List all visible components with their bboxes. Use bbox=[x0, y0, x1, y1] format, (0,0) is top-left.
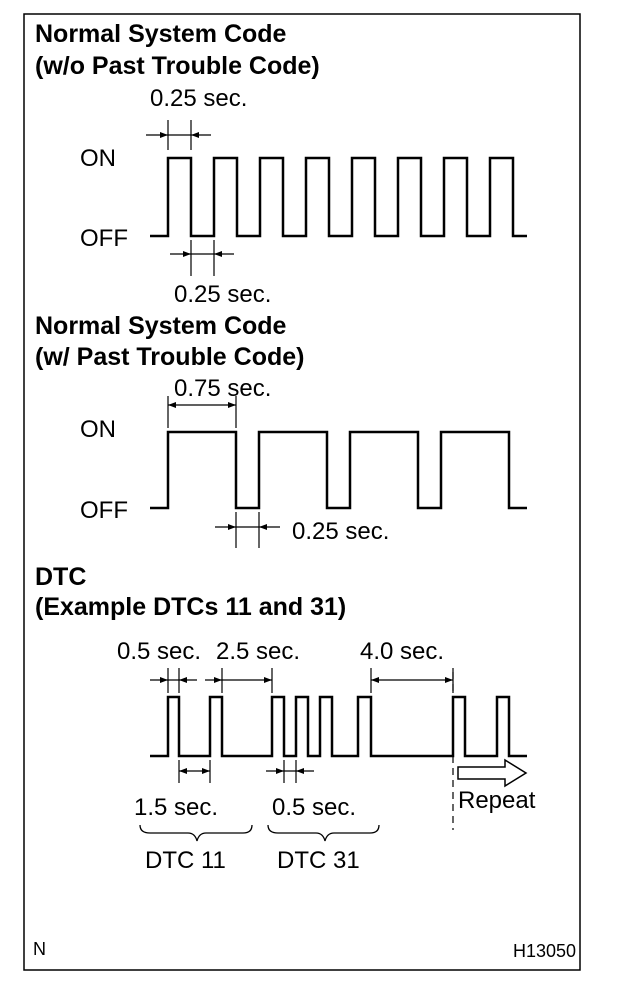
section1-off-label: OFF bbox=[80, 225, 128, 252]
section3-digit-gap-dimension bbox=[178, 760, 211, 783]
section3-title-line2: (Example DTCs 11 and 31) bbox=[35, 593, 346, 621]
section2-off-time-label: 0.25 sec. bbox=[292, 518, 389, 545]
section3-pulse-time-label: 0.5 sec. bbox=[117, 638, 201, 665]
dtc11-brace bbox=[139, 824, 253, 842]
figure-code: H13050 bbox=[513, 941, 576, 961]
dtc31-label: DTC 31 bbox=[277, 847, 360, 874]
section3-inner-gap-dimension bbox=[266, 760, 314, 783]
section2-on-time-label: 0.75 sec. bbox=[174, 375, 271, 402]
section1-on-time-label: 0.25 sec. bbox=[150, 85, 247, 112]
section3-pulse-time-dimension bbox=[150, 668, 197, 693]
section1-title-line1: Normal System Code bbox=[35, 20, 287, 48]
section3-digit-gap-label: 1.5 sec. bbox=[134, 794, 218, 821]
dtc31-brace bbox=[267, 824, 380, 842]
section3-repeat-gap-time-label: 4.0 sec. bbox=[360, 638, 444, 665]
section3-repeat-gap-dimension bbox=[370, 668, 454, 693]
section1-off-time-dimension bbox=[170, 240, 234, 276]
section3-title-line1: DTC bbox=[35, 563, 86, 591]
section2-off-time-dimension bbox=[215, 512, 280, 548]
section1-on-time-dimension bbox=[146, 120, 211, 150]
section2-title-line1: Normal System Code bbox=[35, 312, 287, 340]
section3-waveform bbox=[150, 695, 527, 758]
section1-title-line2: (w/o Past Trouble Code) bbox=[35, 52, 320, 80]
section3-gap-time-label: 2.5 sec. bbox=[216, 638, 300, 665]
section2-on-time-dimension bbox=[167, 396, 237, 428]
repeat-arrow-icon bbox=[457, 758, 528, 788]
repeat-label: Repeat bbox=[458, 787, 536, 814]
diagram-border bbox=[23, 13, 581, 971]
section2-title-line2: (w/ Past Trouble Code) bbox=[35, 343, 304, 371]
section1-on-label: ON bbox=[80, 145, 116, 172]
section3-inner-gap-label: 0.5 sec. bbox=[272, 794, 356, 821]
section1-off-time-label: 0.25 sec. bbox=[174, 281, 271, 308]
section2-on-label: ON bbox=[80, 416, 116, 443]
section2-off-label: OFF bbox=[80, 497, 128, 524]
footer-left-mark: N bbox=[33, 939, 46, 959]
section1-waveform bbox=[150, 156, 527, 238]
dtc11-label: DTC 11 bbox=[145, 847, 226, 874]
section3-gap-time-dimension bbox=[205, 668, 273, 693]
section2-waveform bbox=[150, 430, 527, 510]
